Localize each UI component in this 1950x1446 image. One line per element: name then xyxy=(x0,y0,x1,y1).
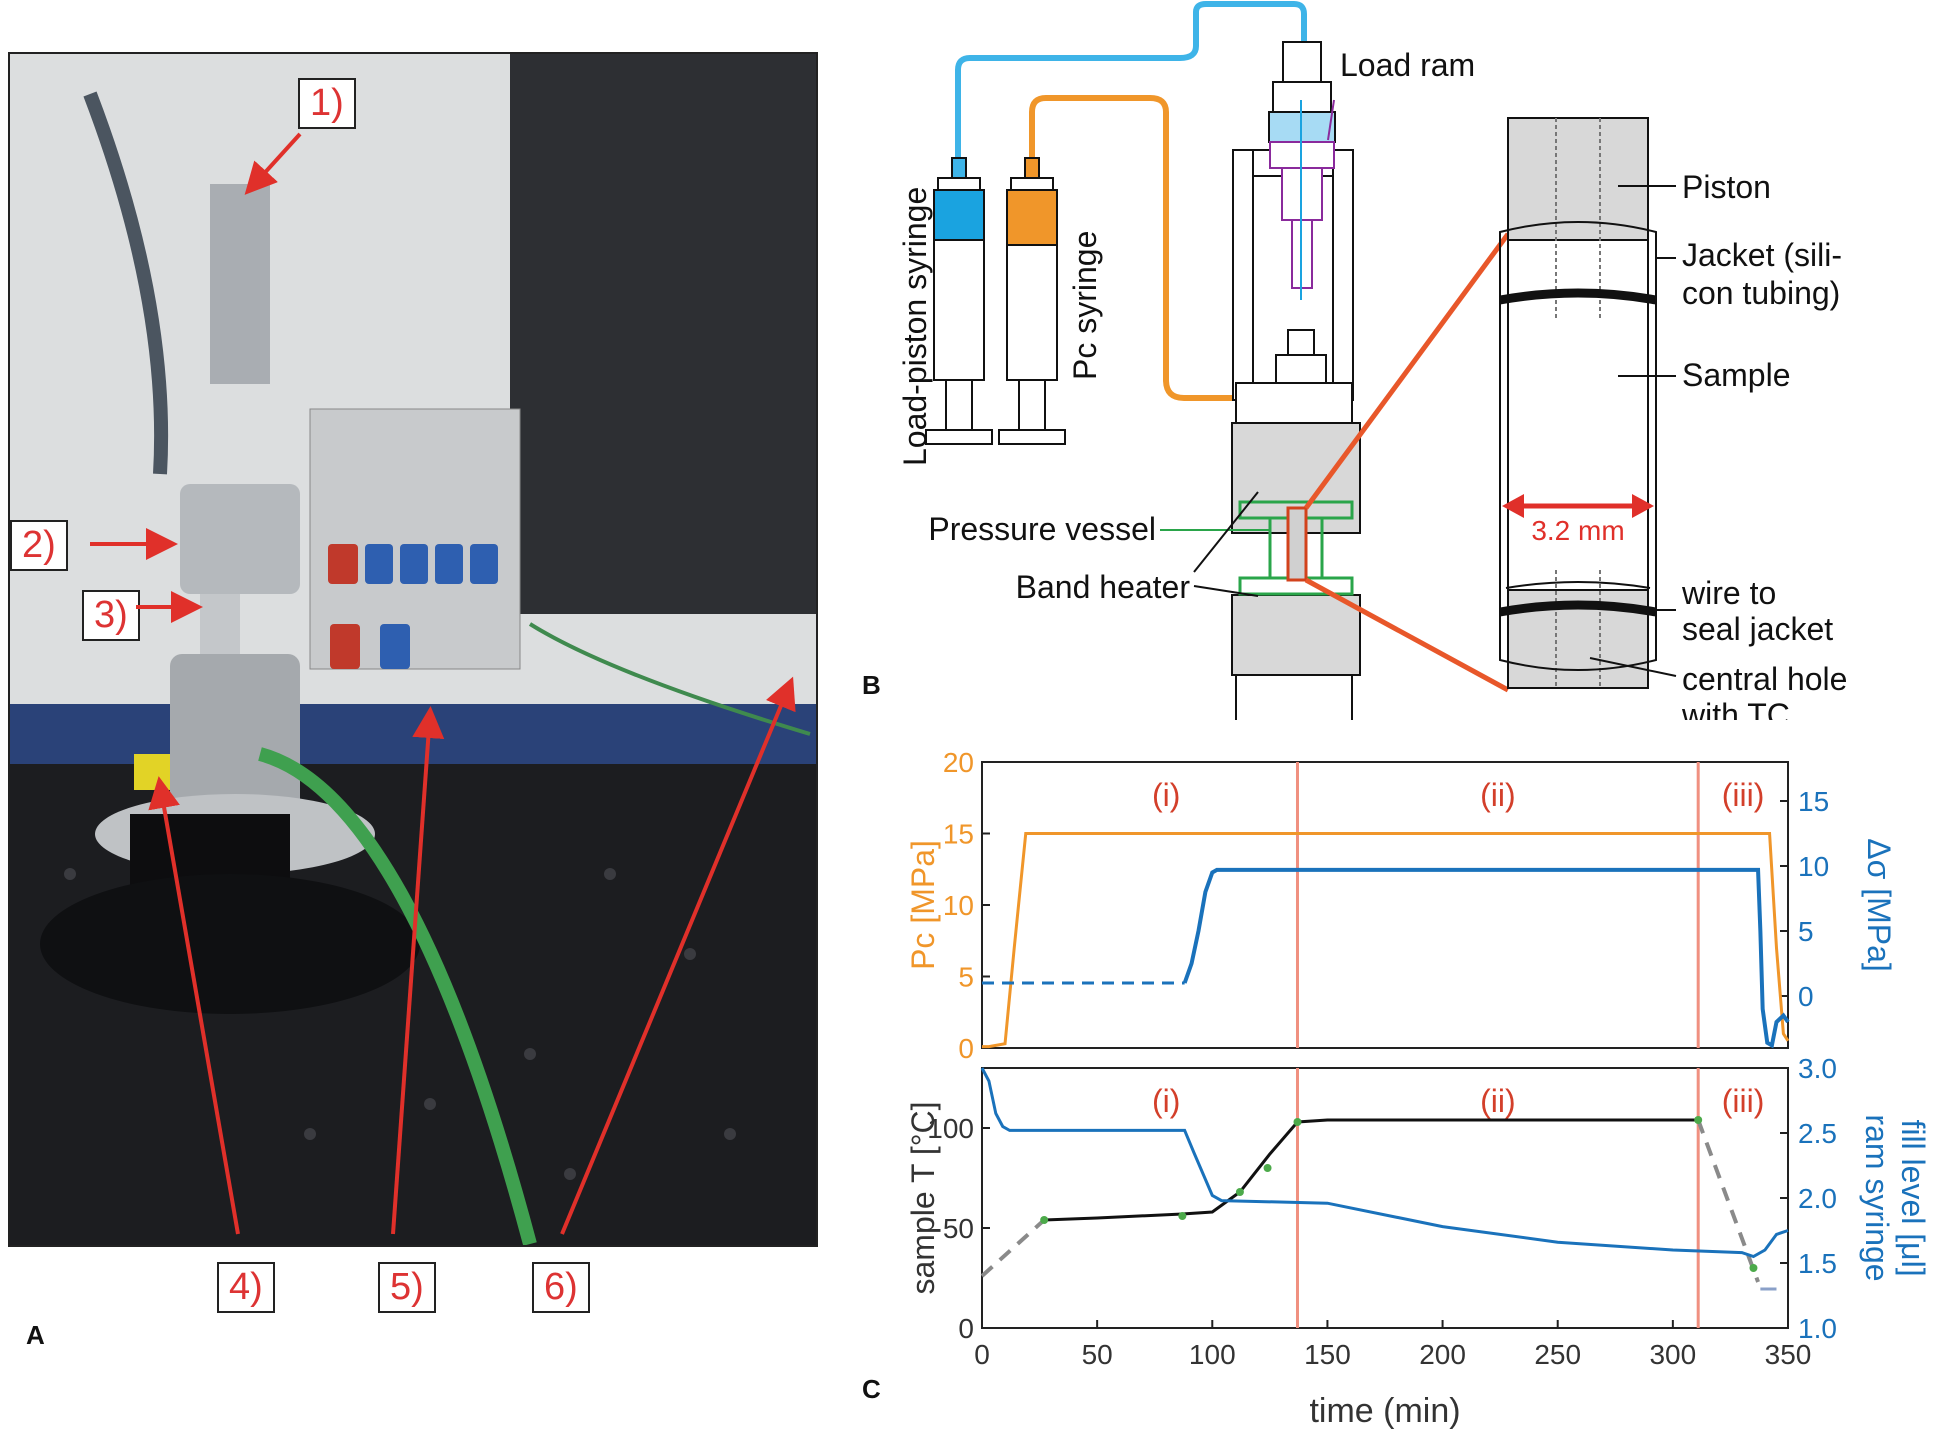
right-tick-label-0-1: 5 xyxy=(1798,916,1814,947)
marker-1-3-1 xyxy=(1178,1212,1187,1220)
pressure-vessel-label: Pressure vessel xyxy=(928,511,1156,547)
piston-label: Piston xyxy=(1682,169,1771,205)
marker-1-3-4 xyxy=(1293,1118,1302,1126)
left-tick-label-0-1: 5 xyxy=(958,962,974,993)
sample-label: Sample xyxy=(1682,357,1791,393)
arrow-1 xyxy=(244,132,302,195)
series-line-1-0 xyxy=(1044,1118,1699,1222)
jacket-label-1: Jacket (sili- xyxy=(1682,237,1842,273)
load-ram-leader xyxy=(1327,99,1335,141)
phase-label-1-0: (i) xyxy=(1152,1083,1180,1119)
marker-1-3-0 xyxy=(1040,1216,1049,1224)
right-tick-label-1-0: 1.0 xyxy=(1798,1313,1837,1344)
right-tick-label-1-2: 2.0 xyxy=(1798,1183,1837,1214)
photo-label-5: 5) xyxy=(378,1262,436,1313)
right-axis-label-1: ram syringe xyxy=(1859,1114,1895,1281)
zoom-line-bottom xyxy=(1304,577,1510,693)
panel-letter-c: C xyxy=(862,1374,881,1404)
x-axis-label-1: time (min) xyxy=(1309,1392,1460,1430)
arrow-4 xyxy=(148,776,240,1235)
phase-label-0-2: (iii) xyxy=(1722,777,1765,813)
left-tick-label-0-4: 20 xyxy=(943,747,974,778)
photo-label-6: 6) xyxy=(532,1262,590,1313)
panel-letter-a: A xyxy=(26,1320,45,1350)
dimension-arrowhead-right xyxy=(1632,494,1654,518)
load-tubing xyxy=(955,1,1307,160)
left-tick-label-0-0: 0 xyxy=(958,1033,974,1064)
left-tick-label-0-2: 10 xyxy=(943,890,974,921)
x-tick-label-1-4: 200 xyxy=(1419,1339,1466,1370)
arrow-6 xyxy=(560,676,796,1235)
phase-label-0-0: (i) xyxy=(1152,777,1180,813)
left-axis-label-1: sample T [°C] xyxy=(905,1101,941,1294)
heater-leader-1 xyxy=(1193,491,1259,573)
band-heater-label: Band heater xyxy=(1016,569,1191,605)
x-tick-label-1-6: 300 xyxy=(1649,1339,1696,1370)
apparatus-photo: 1) 2) 3) xyxy=(8,52,818,1247)
dimension-label: 3.2 mm xyxy=(1531,515,1624,546)
left-tick-label-1-0: 0 xyxy=(958,1313,974,1344)
x-tick-label-1-0: 0 xyxy=(974,1339,990,1370)
right-tick-label-0-0: 0 xyxy=(1798,981,1814,1012)
x-tick-label-1-1: 50 xyxy=(1082,1339,1113,1370)
left-tick-label-1-1: 50 xyxy=(943,1213,974,1244)
right-tick-label-0-3: 15 xyxy=(1798,786,1829,817)
x-tick-label-1-5: 250 xyxy=(1534,1339,1581,1370)
right-tick-label-1-4: 3.0 xyxy=(1798,1053,1837,1084)
series-line-1-1 xyxy=(980,1218,1046,1278)
zoom-line-top xyxy=(1303,232,1511,510)
left-tick-label-1-2: 100 xyxy=(927,1113,974,1144)
pc-syringe-label: Pc syringe xyxy=(1067,231,1103,380)
left-axis-label-0: Pc [MPa] xyxy=(905,840,941,970)
series-line-1-2 xyxy=(1696,1119,1760,1283)
series-line-0-0 xyxy=(982,832,1790,1049)
dimension-arrowhead-left xyxy=(1502,494,1524,518)
jacket-label-2: con tubing) xyxy=(1682,275,1840,311)
x-tick-label-1-2: 100 xyxy=(1189,1339,1236,1370)
photo-illustration xyxy=(10,54,816,1245)
load-ram-label: Load ram xyxy=(1340,47,1475,83)
heater-leader-2 xyxy=(1193,585,1259,597)
plot-frame-1 xyxy=(981,1067,1789,1329)
photo-label-1: 1) xyxy=(298,78,356,129)
photo-label-3: 3) xyxy=(82,590,140,641)
panel-letter-b: B xyxy=(862,670,881,700)
hole-label-1: central hole xyxy=(1682,661,1847,697)
x-tick-label-1-3: 150 xyxy=(1304,1339,1351,1370)
arrow-5 xyxy=(391,706,445,1235)
hole-leader xyxy=(1589,657,1677,677)
load-piston-syringe-label: Load-piston syringe xyxy=(897,187,933,466)
setup-diagram: Load ram Load-piston syringe Pc syringe … xyxy=(862,1,1847,720)
hole-label-2: with TC xyxy=(1681,697,1790,720)
wire-label-2: seal jacket xyxy=(1682,611,1833,647)
right-axis-label-1-b: fill level [μl] xyxy=(1895,1119,1931,1276)
wire-label-1: wire to xyxy=(1681,575,1776,611)
marker-1-3-6 xyxy=(1749,1264,1758,1272)
sample-highlight xyxy=(1286,506,1308,582)
pc-tubing xyxy=(1029,95,1236,401)
right-tick-label-1-3: 2.5 xyxy=(1798,1118,1837,1149)
marker-1-3-5 xyxy=(1694,1116,1703,1124)
photo-arrows xyxy=(90,132,796,1235)
right-tick-label-0-2: 10 xyxy=(1798,851,1829,882)
series-line-0-1 xyxy=(1182,867,1790,1049)
marker-1-3-3 xyxy=(1263,1164,1272,1172)
photo-label-2: 2) xyxy=(10,520,68,571)
right-tick-label-1-1: 1.5 xyxy=(1798,1248,1837,1279)
phase-label-1-2: (iii) xyxy=(1722,1083,1765,1119)
load-piston-syringe xyxy=(925,157,993,445)
right-axis-label-0: Δσ [MPa] xyxy=(1861,838,1897,972)
marker-1-3-2 xyxy=(1235,1188,1244,1196)
plot-frame-0 xyxy=(981,761,1789,1049)
phase-label-0-1: (ii) xyxy=(1480,777,1516,813)
zoomed-sample xyxy=(1499,117,1657,689)
photo-label-4: 4) xyxy=(217,1262,275,1313)
pc-syringe xyxy=(998,157,1066,445)
left-tick-label-0-3: 15 xyxy=(943,819,974,850)
x-tick-label-1-7: 350 xyxy=(1765,1339,1812,1370)
phase-label-1-1: (ii) xyxy=(1480,1083,1516,1119)
series-line-1-4 xyxy=(980,1067,1789,1259)
